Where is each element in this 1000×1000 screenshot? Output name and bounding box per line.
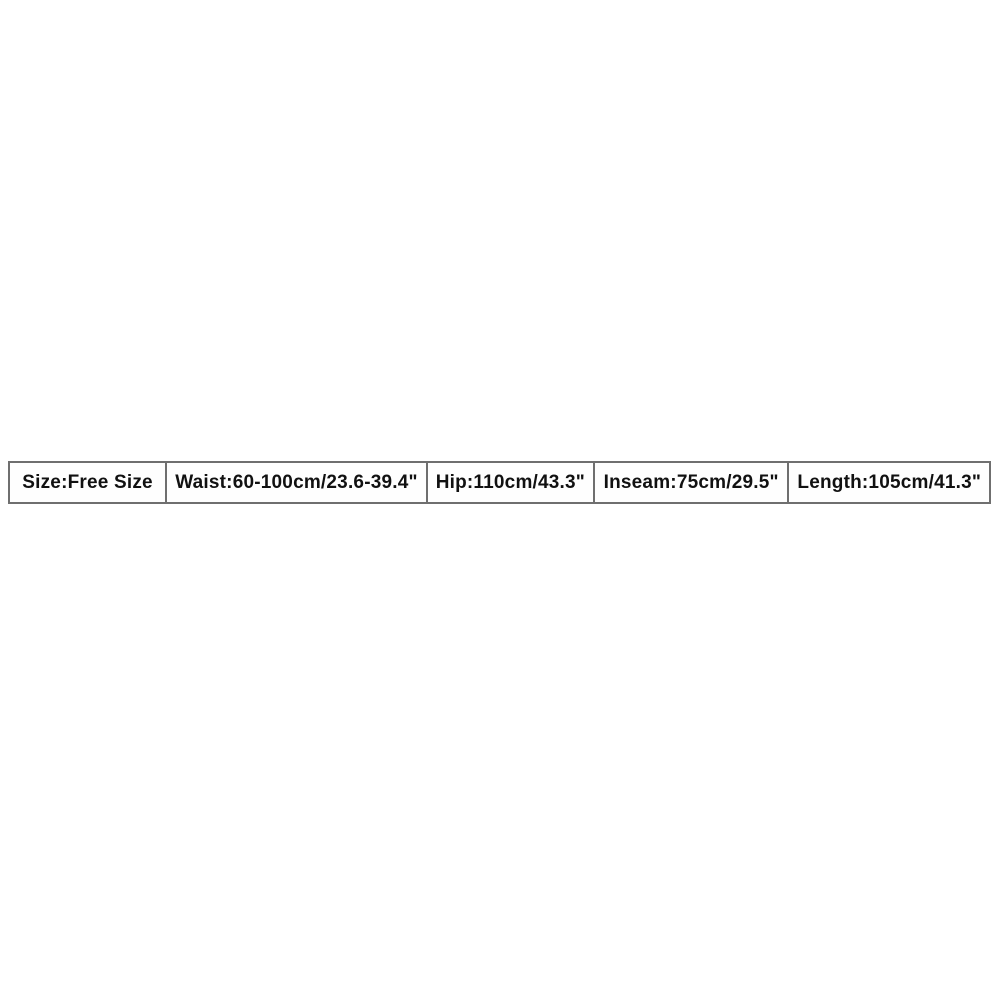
size-cell-inseam-label: Inseam:75cm/29.5" xyxy=(603,471,779,493)
size-chart-table: Size:Free Size Waist:60-100cm/23.6-39.4"… xyxy=(8,461,991,504)
size-cell-waist-label: Waist:60-100cm/23.6-39.4" xyxy=(175,471,418,493)
size-cell-length: Length:105cm/41.3" xyxy=(787,463,989,502)
size-cell-hip-label: Hip:110cm/43.3" xyxy=(435,471,586,493)
size-cell-inseam: Inseam:75cm/29.5" xyxy=(592,463,788,502)
size-cell-hip: Hip:110cm/43.3" xyxy=(425,463,593,502)
size-cell-size-label: Size:Free Size xyxy=(22,471,153,493)
size-cell-length-label: Length:105cm/41.3" xyxy=(797,471,982,493)
size-cell-size: Size:Free Size xyxy=(10,463,165,502)
size-cell-waist: Waist:60-100cm/23.6-39.4" xyxy=(165,463,426,502)
